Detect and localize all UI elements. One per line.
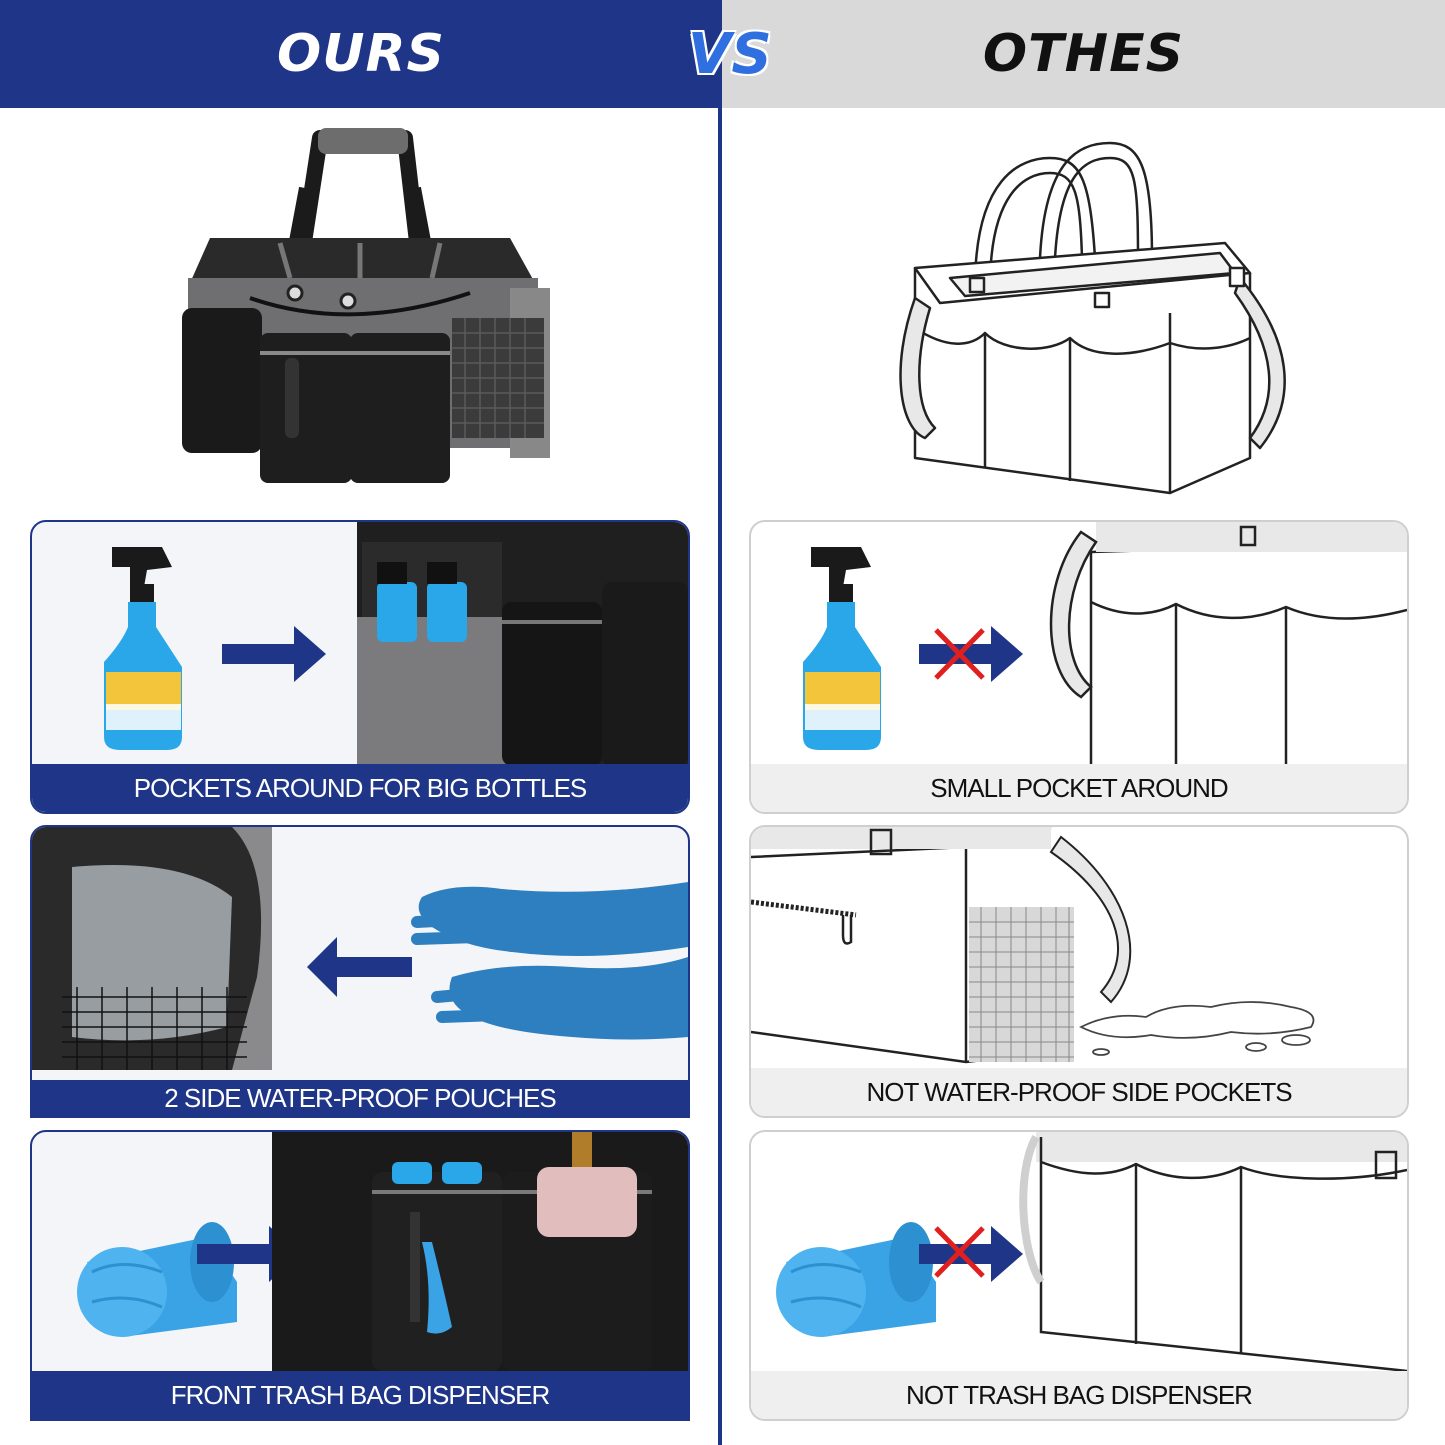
header-ours-bg bbox=[0, 0, 722, 108]
spray-bottle-icon bbox=[803, 547, 881, 750]
bag-front-photo bbox=[272, 1132, 688, 1371]
line-bag-drawing bbox=[1049, 522, 1407, 766]
ours-feature-card-bottles: POCKETS AROUND FOR BIG BOTTLES bbox=[30, 520, 690, 814]
line-bag-drawing bbox=[1019, 1132, 1407, 1371]
ours-caption-pouches: 2 SIDE WATER-PROOF POUCHES bbox=[32, 1080, 688, 1116]
bag-pockets-photo bbox=[357, 522, 688, 766]
others-feature-card-small-pocket: SMALL POCKET AROUND bbox=[749, 520, 1409, 814]
vs-badge: VS bbox=[688, 22, 772, 87]
others-title: OTHES bbox=[982, 24, 1185, 84]
mesh-side-pocket bbox=[969, 835, 1132, 1062]
trash-bag-roll-icon bbox=[77, 1222, 237, 1337]
arrow-right-icon bbox=[222, 626, 326, 682]
our-caddy-bag-image bbox=[182, 128, 550, 483]
others-caption-no-dispenser: NOT TRASH BAG DISPENSER bbox=[751, 1371, 1407, 1419]
water-puddle-icon bbox=[1078, 1001, 1315, 1056]
others-caption-not-waterproof: NOT WATER-PROOF SIDE POCKETS bbox=[751, 1068, 1407, 1116]
no-dispenser-illustration bbox=[776, 1132, 1407, 1371]
small-pocket-illustration bbox=[803, 522, 1407, 766]
ours-feature-card-pouches: 2 SIDE WATER-PROOF POUCHES bbox=[30, 825, 690, 1118]
bottle-to-pocket-illustration bbox=[104, 522, 688, 766]
others-feature-card-no-dispenser: NOT TRASH BAG DISPENSER bbox=[749, 1130, 1409, 1421]
others-feature-card-not-waterproof: NOT WATER-PROOF SIDE POCKETS bbox=[749, 825, 1409, 1118]
arrow-right-icon bbox=[919, 1226, 1023, 1282]
arrow-left-icon bbox=[307, 937, 412, 997]
waterproof-pouch-illustration bbox=[32, 827, 688, 1070]
spray-bottle-icon bbox=[104, 547, 182, 750]
others-caption-small-pocket: SMALL POCKET AROUND bbox=[751, 764, 1407, 812]
trash-bag-roll-icon bbox=[776, 1222, 936, 1337]
arrow-right-icon bbox=[919, 626, 1023, 682]
header-others-bg bbox=[722, 0, 1445, 108]
ours-title: OURS bbox=[277, 24, 445, 84]
center-divider bbox=[718, 108, 722, 1445]
mesh-pouch-photo bbox=[32, 827, 272, 1070]
cross-mark-icon bbox=[934, 1226, 985, 1278]
cross-mark-icon bbox=[934, 628, 985, 680]
other-basket-bag-image bbox=[899, 141, 1286, 495]
rubber-gloves-icon bbox=[411, 882, 688, 1040]
ours-caption-trash: FRONT TRASH BAG DISPENSER bbox=[32, 1371, 688, 1419]
trash-bag-dispenser-illustration bbox=[77, 1132, 688, 1371]
ours-feature-card-trash: FRONT TRASH BAG DISPENSER bbox=[30, 1130, 690, 1421]
not-waterproof-illustration bbox=[751, 827, 1315, 1064]
ours-caption-bottles: POCKETS AROUND FOR BIG BOTTLES bbox=[32, 764, 688, 812]
